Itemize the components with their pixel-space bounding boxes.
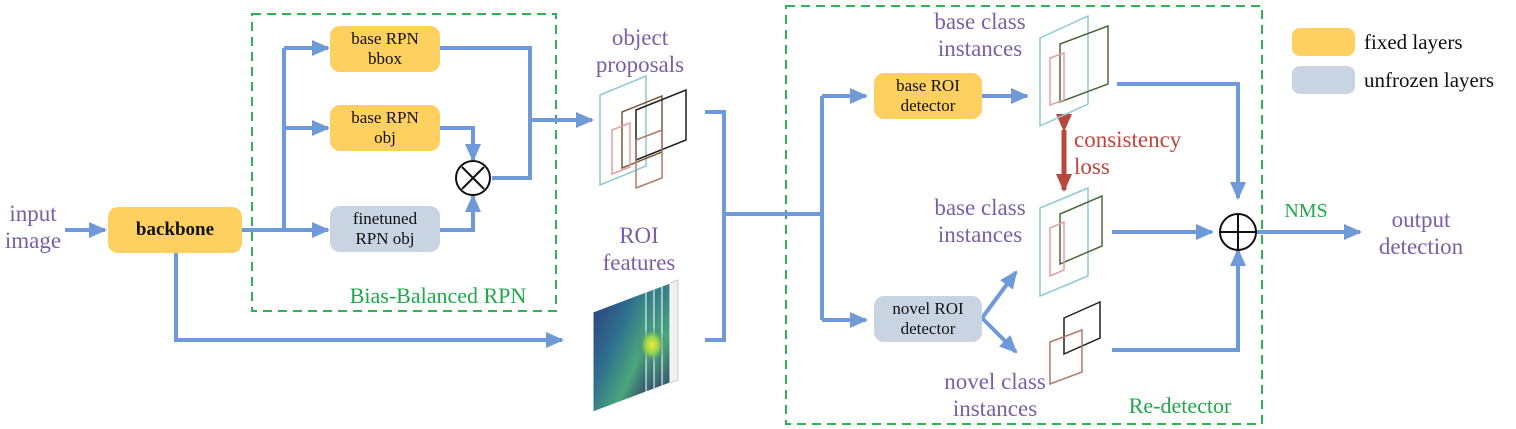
edge-backbone-roi-features (174, 250, 564, 348)
output-detection-label: output detection (1378, 207, 1464, 259)
novel-class-instances-label: novel class instances (944, 369, 1046, 421)
consistency-loss-label: consistency loss (1074, 127, 1182, 179)
backbone-node: backbone (108, 207, 242, 253)
base-class-instances-top-label: base class instances (934, 9, 1026, 61)
edge-obj-multiply (440, 126, 481, 162)
base-instances-mid-graphic (1039, 186, 1103, 298)
re-detector-label: Re-detector (1128, 393, 1232, 418)
edge-bottom-to-add (1112, 248, 1246, 352)
novel-instances-graphic (1049, 300, 1101, 386)
edge-novel-roi-base-instances (980, 270, 1018, 320)
base-instances-top-graphic (1039, 14, 1109, 128)
legend-unfrozen-swatch (1292, 66, 1355, 94)
object-proposals-label: object proposals (595, 25, 685, 77)
bias-balanced-rpn-box (251, 13, 557, 312)
edge-finetuned-multiply (440, 194, 481, 232)
base-rpn-obj-node: base RPN obj (330, 105, 440, 151)
legend-fixed-swatch (1292, 28, 1355, 56)
bias-balanced-rpn-label: Bias-Balanced RPN (349, 283, 527, 308)
legend-fixed-label: fixed layers (1364, 30, 1463, 54)
base-rpn-bbox-node: base RPN bbox (330, 26, 440, 72)
novel-roi-detector-node: novel ROI detector (874, 296, 982, 342)
legend-unfrozen-label: unfrozen layers (1364, 68, 1495, 92)
edge-novel-roi-novel-instances (980, 316, 1018, 354)
roi-features-graphic (592, 279, 679, 413)
input-image-label: input image (4, 201, 62, 253)
edge-top-to-add (1117, 82, 1246, 200)
object-proposals-graphic (599, 74, 687, 190)
roi-features-label: ROI features (602, 223, 676, 275)
finetuned-rpn-obj-node: finetuned RPN obj (330, 206, 440, 252)
base-class-instances-mid-label: base class instances (934, 195, 1026, 247)
base-roi-detector-node: base ROI detector (874, 73, 982, 119)
nms-label: NMS (1284, 200, 1328, 222)
